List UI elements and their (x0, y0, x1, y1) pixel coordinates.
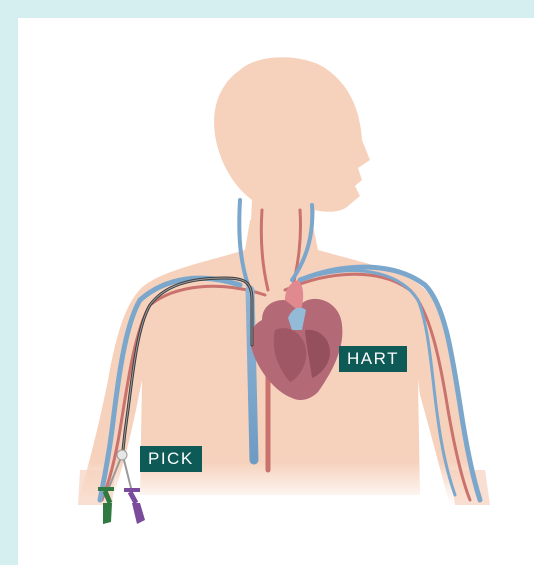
picc-label: PICK (140, 446, 202, 472)
heart-label: HART (339, 346, 407, 372)
body-silhouette (78, 57, 490, 505)
illustration-panel: HART PICK (18, 18, 534, 565)
